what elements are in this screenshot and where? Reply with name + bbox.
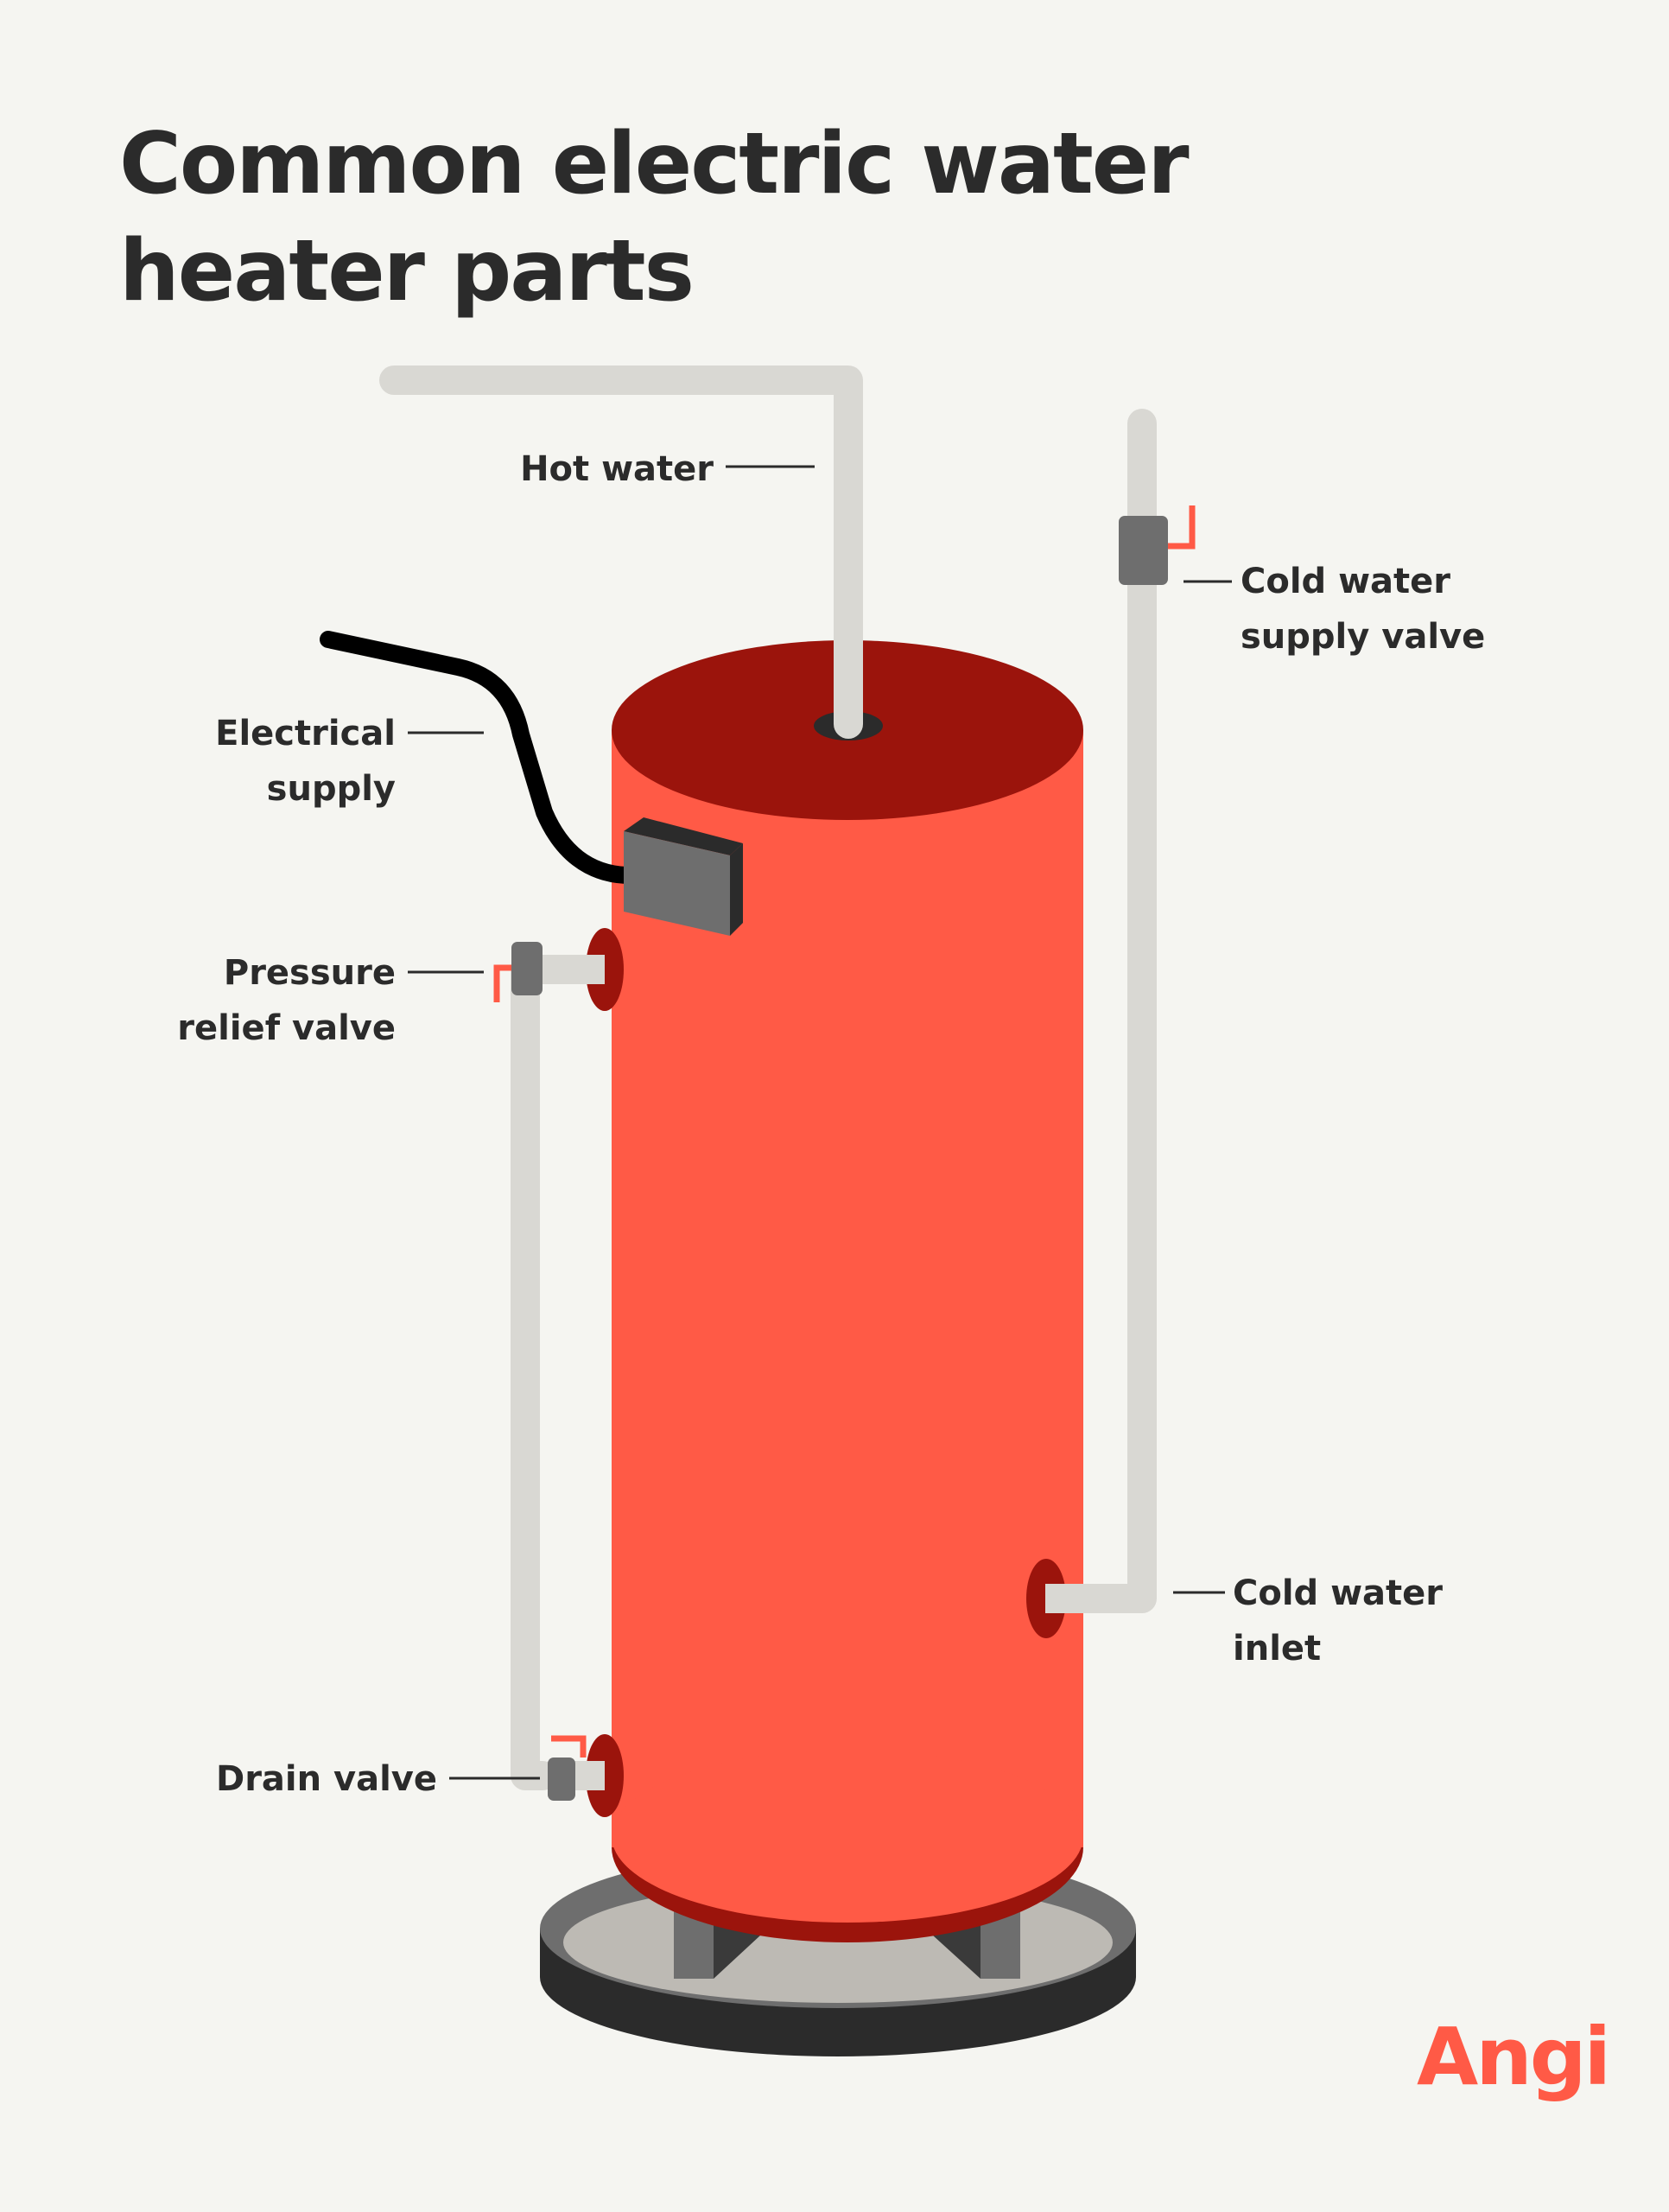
pressure-relief-valve	[511, 942, 543, 995]
hot-water-pipe	[379, 365, 883, 741]
label-pressure-line2: relief valve	[177, 1008, 396, 1048]
label-cold-inlet-line2: inlet	[1233, 1629, 1321, 1669]
title-line-2: heater parts	[119, 222, 695, 321]
label-cold-supply-line2: supply valve	[1241, 617, 1485, 657]
label-cold-supply-line1: Cold water	[1241, 562, 1450, 601]
electrical-cable	[320, 631, 635, 884]
pressure-relief-assembly	[493, 928, 624, 1790]
drain-valve	[548, 1734, 624, 1817]
page-title: Common electric water heater parts	[119, 111, 1190, 325]
title-line-1: Common electric water	[119, 115, 1190, 213]
electrical-junction-box	[624, 817, 743, 936]
label-hot-water: Hot water	[520, 449, 714, 489]
label-electrical-line2: supply	[267, 769, 396, 809]
label-pressure-line1: Pressure	[224, 953, 396, 993]
cold-supply-valve	[1119, 505, 1196, 585]
label-cold-inlet-line1: Cold water	[1233, 1573, 1443, 1613]
label-drain: Drain valve	[216, 1759, 437, 1799]
cold-water-pipe	[1026, 409, 1157, 1638]
angi-logo: Angi	[1417, 2011, 1609, 2103]
label-electrical-line1: Electrical	[215, 714, 396, 753]
